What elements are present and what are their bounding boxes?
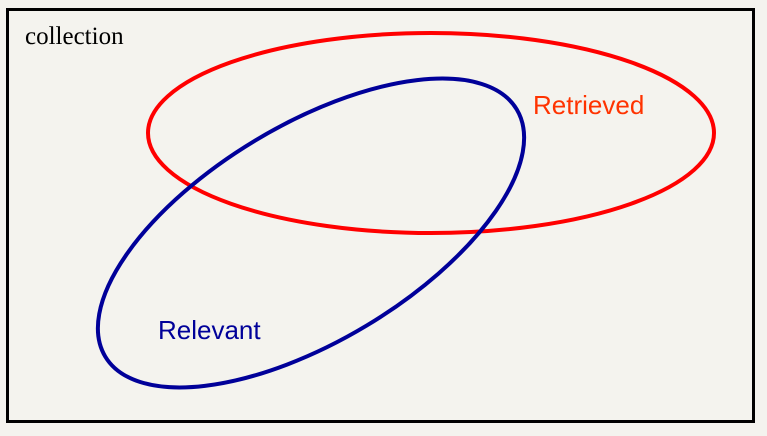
collection-box: [6, 8, 755, 423]
retrieved-label: Retrieved: [533, 90, 644, 120]
relevant-label: Relevant: [158, 315, 261, 345]
retrieved-ellipse: [146, 31, 716, 235]
collection-label: collection: [25, 23, 124, 50]
relevant-ellipse: [95, 76, 527, 390]
